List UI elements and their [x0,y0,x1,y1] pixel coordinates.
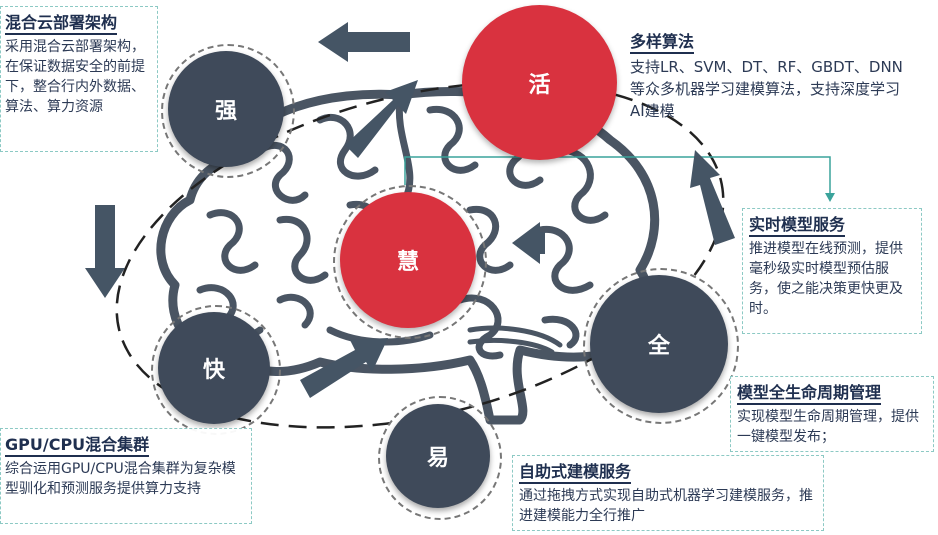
feature-desc: 推进模型在线预测，提供毫秒级实时模型预估服务，使之能决策更快更及时。 [749,241,903,317]
ring-yi [378,396,502,520]
node-kuai: 快 [158,312,270,424]
arrow-icon [85,205,125,298]
node-huo: 活 [462,5,617,160]
node-yi: 易 [386,404,490,508]
feature-title: 混合云部署架构 [5,9,118,35]
connector-line [404,156,831,195]
feature-desc: 通过拖拽方式实现自助式机器学习建模服务，推进建模能力全行推广 [519,488,813,524]
arrow-icon [345,80,418,158]
node-hui: 慧 [340,192,476,328]
arrow-icon [300,338,388,398]
node-qiang: 强 [168,51,284,167]
arrow-icon [318,22,410,62]
node-quan: 全 [590,275,728,413]
feature-desc: 综合运用GPU/CPU混合集群为复杂模型驯化和预测服务提供算力支持 [5,461,236,497]
ring-qiang [161,44,295,178]
feature-title: 模型全生命周期管理 [737,379,882,405]
feature-self-service: 自助式建模服务 通过拖拽方式实现自助式机器学习建模服务，推进建模能力全行推广 [512,455,824,531]
feature-title: 自助式建模服务 [519,458,632,484]
feature-title: GPU/CPU混合集群 [5,431,150,457]
feature-algorithms: 多样算法 支持LR、SVM、DT、RF、GBDT、DNN等众多机器学习建模算法，… [624,26,910,124]
feature-desc: 采用混合云部署架构，在保证数据安全的前提下，整合行内外数据、算法、算力资源 [5,39,145,115]
feature-realtime: 实时模型服务 推进模型在线预测，提供毫秒级实时模型预估服务，使之能决策更快更及时… [742,208,922,334]
feature-title: 多样算法 [630,28,695,54]
feature-desc: 实现模型生命周期管理，提供一键模型发布； [737,409,919,445]
feature-desc: 支持LR、SVM、DT、RF、GBDT、DNN等众多机器学习建模算法，支持深度学… [630,58,903,120]
ring-hui [333,185,487,339]
feature-title: 实时模型服务 [749,211,846,237]
connector-arrowhead [825,193,835,202]
feature-lifecycle: 模型全生命周期管理 实现模型生命周期管理，提供一键模型发布； [730,376,934,452]
feature-gpu-cpu: GPU/CPU混合集群 综合运用GPU/CPU混合集群为复杂模型驯化和预测服务提… [0,428,252,524]
arrow-icon [690,150,735,245]
feature-hybrid-cloud: 混合云部署架构 采用混合云部署架构，在保证数据安全的前提下，整合行内外数据、算法… [0,6,158,152]
arrow-icon [512,222,545,264]
ring-quan [583,268,739,424]
